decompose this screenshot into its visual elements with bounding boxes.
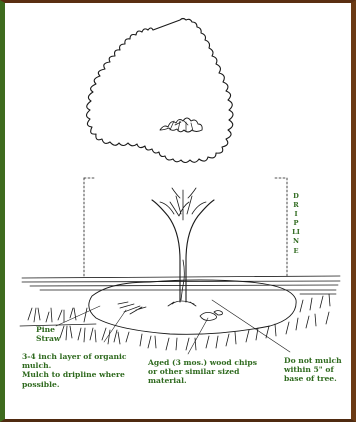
dripline-label: DRIPLINE — [292, 192, 300, 256]
pine-straw-patch — [118, 302, 146, 314]
ground-horizon — [22, 276, 340, 294]
wood-chips-patch — [200, 311, 223, 321]
canopy-interior-branches — [160, 118, 202, 132]
do-not-mulch-label: Do not mulch within 5" of base of tree. — [284, 356, 342, 384]
leader-lines — [56, 300, 290, 354]
wood-chips-label: Aged (3 mos.) wood chips or other simila… — [148, 358, 257, 386]
pine-straw-label: Pine Straw — [36, 325, 60, 343]
tree-canopy — [87, 19, 234, 163]
organic-mulch-label: 3-4 inch layer of organic mulch. Mulch t… — [22, 352, 127, 389]
mulch-ring — [89, 280, 296, 334]
